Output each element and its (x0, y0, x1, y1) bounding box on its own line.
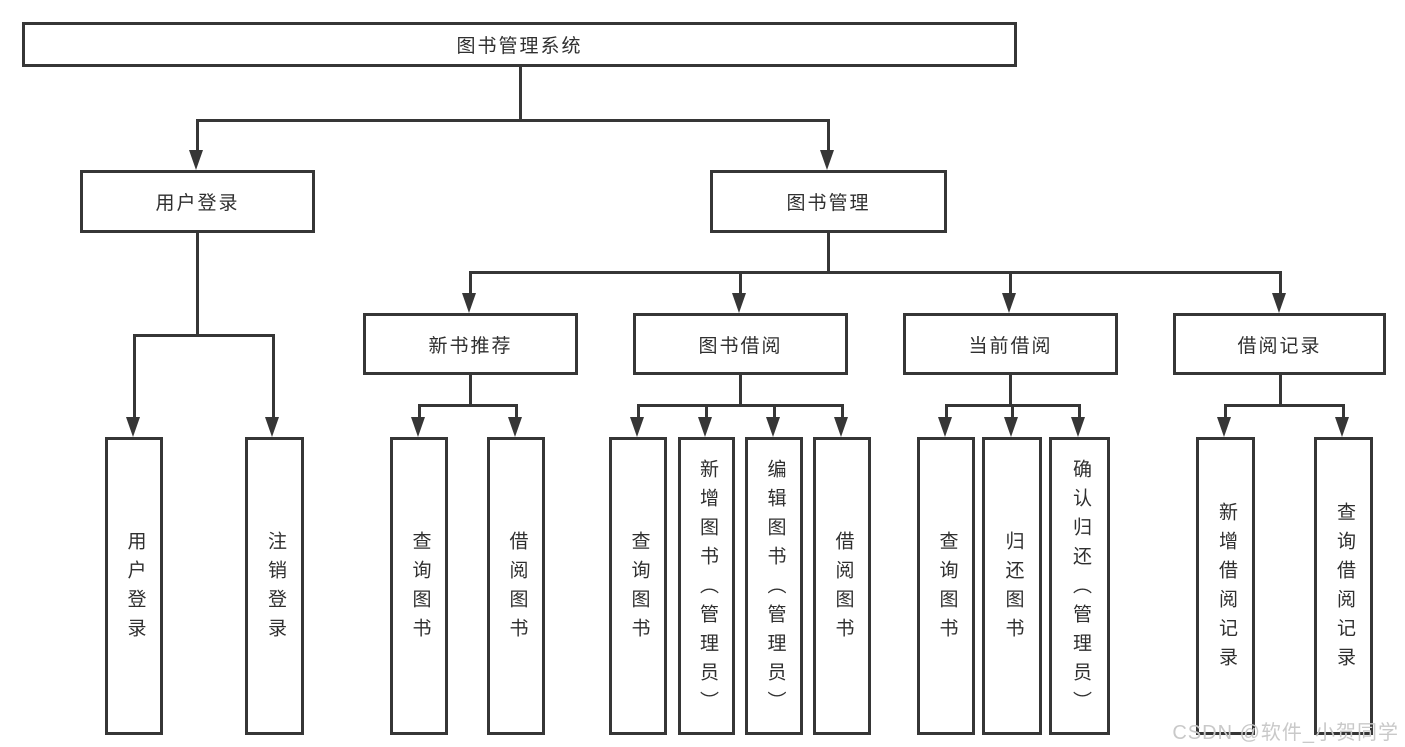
connector-line-vertical (519, 66, 522, 121)
connector-line-horizontal (945, 404, 1080, 407)
arrowhead-down-icon (766, 417, 780, 437)
connector-line-vertical (515, 404, 518, 423)
connector-line-vertical (469, 374, 472, 406)
connector-line-vertical (705, 404, 708, 423)
arrowhead-down-icon (834, 417, 848, 437)
connector-line-vertical (739, 271, 742, 298)
connector-line-vertical (1078, 404, 1081, 423)
connector-line-horizontal (133, 334, 274, 337)
connector-line-vertical (133, 334, 136, 424)
connector-line-horizontal (469, 271, 1281, 274)
arrowhead-down-icon (411, 417, 425, 437)
arrowhead-down-icon (698, 417, 712, 437)
arrowhead-down-icon (462, 293, 476, 313)
connector-line-vertical (841, 404, 844, 423)
node-user-login: 用户登录 (80, 170, 315, 233)
node-new-book-recommend: 新书推荐 (363, 313, 578, 375)
arrowhead-down-icon (1071, 417, 1085, 437)
node-library-system: 图书管理系统 (22, 22, 1017, 67)
arrowhead-down-icon (630, 417, 644, 437)
connector-line-horizontal (637, 404, 843, 407)
arrowhead-down-icon (820, 150, 834, 170)
arrowhead-down-icon (938, 417, 952, 437)
connector-line-horizontal (196, 119, 829, 122)
arrowhead-down-icon (1002, 293, 1016, 313)
connector-line-vertical (945, 404, 948, 423)
watermark: CSDN @软件_小贺同学 (1172, 722, 1399, 744)
leaf-newrec-query-book: 查询图书 (390, 437, 448, 735)
node-book-borrowing: 图书借阅 (633, 313, 848, 375)
leaf-newrec-borrow-book: 借阅图书 (487, 437, 545, 735)
connector-line-vertical (637, 404, 640, 423)
arrowhead-down-icon (265, 417, 279, 437)
connector-line-vertical (196, 119, 199, 154)
connector-line-vertical (418, 404, 421, 423)
connector-line-vertical (469, 271, 472, 298)
connector-line-vertical (827, 119, 830, 154)
leaf-current-confirm-return-admin: 确认归还（管理员） (1049, 437, 1110, 735)
connector-line-vertical (739, 374, 742, 406)
arrowhead-down-icon (508, 417, 522, 437)
leaf-logout: 注销登录 (245, 437, 304, 735)
connector-line-horizontal (418, 404, 517, 407)
leaf-user-login: 用户登录 (105, 437, 163, 735)
connector-line-vertical (1342, 404, 1345, 423)
node-book-management: 图书管理 (710, 170, 947, 233)
leaf-current-return-book: 归还图书 (982, 437, 1042, 735)
arrowhead-down-icon (126, 417, 140, 437)
connector-line-vertical (272, 334, 275, 424)
arrowhead-down-icon (1217, 417, 1231, 437)
arrowhead-down-icon (189, 150, 203, 170)
connector-line-vertical (1224, 404, 1227, 423)
connector-line-vertical (1009, 374, 1012, 406)
arrowhead-down-icon (1272, 293, 1286, 313)
leaf-borrow-borrow-book: 借阅图书 (813, 437, 871, 735)
connector-line-vertical (827, 232, 830, 274)
connector-line-vertical (1279, 374, 1282, 406)
connector-line-vertical (773, 404, 776, 423)
connector-line-horizontal (1224, 404, 1344, 407)
connector-line-vertical (1009, 271, 1012, 298)
leaf-records-query-record: 查询借阅记录 (1314, 437, 1373, 735)
connector-line-vertical (196, 232, 199, 337)
leaf-borrow-add-book-admin: 新增图书（管理员） (678, 437, 735, 735)
leaf-borrow-query-book: 查询图书 (609, 437, 667, 735)
arrowhead-down-icon (732, 293, 746, 313)
connector-line-vertical (1279, 271, 1282, 298)
node-borrowing-records: 借阅记录 (1173, 313, 1386, 375)
arrowhead-down-icon (1335, 417, 1349, 437)
arrowhead-down-icon (1004, 417, 1018, 437)
leaf-records-add-record: 新增借阅记录 (1196, 437, 1255, 735)
node-current-borrowing: 当前借阅 (903, 313, 1118, 375)
leaf-current-query-book: 查询图书 (917, 437, 975, 735)
connector-line-vertical (1011, 404, 1014, 423)
leaf-borrow-edit-book-admin: 编辑图书（管理员） (745, 437, 803, 735)
